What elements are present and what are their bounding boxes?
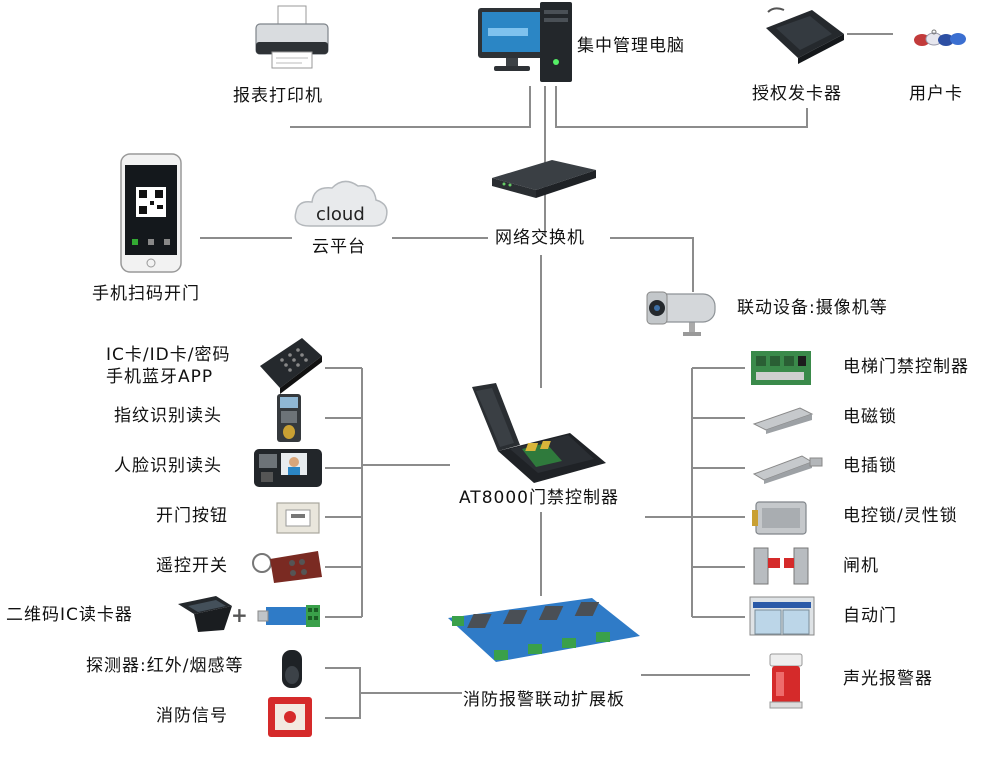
keypad-reader-icon — [258, 336, 324, 394]
automatic-door-label: 自动门 — [843, 606, 897, 626]
camera-icon — [645, 288, 721, 338]
switch-label: 网络交换机 — [495, 228, 585, 248]
user-card-label: 用户卡 — [909, 84, 963, 104]
fire-alarm-button-icon — [267, 696, 313, 738]
electric-lock-icon — [750, 496, 812, 540]
electric-lock-label: 电控锁/灵性锁 — [843, 506, 958, 526]
face-reader-label: 人脸识别读头 — [114, 456, 222, 476]
card-input-label-line2: 手机蓝牙APP — [106, 367, 214, 387]
fingerprint-reader-label: 指纹识别读头 — [114, 406, 222, 426]
computer-icon — [478, 2, 576, 84]
cloud-text: cloud — [316, 204, 365, 225]
cloud-icon — [292, 176, 390, 232]
exit-button-label: 开门按钮 — [156, 506, 228, 526]
fire-signal-label: 消防信号 — [156, 706, 228, 726]
converter-module-icon — [256, 601, 322, 631]
fire-board-label: 消防报警联动扩展板 — [463, 690, 625, 710]
fire-expansion-board-icon — [442, 596, 642, 666]
card-issuer-label: 授权发卡器 — [752, 84, 842, 104]
printer-label: 报表打印机 — [233, 86, 323, 106]
phone-label: 手机扫码开门 — [92, 284, 200, 304]
elevator-controller-label: 电梯门禁控制器 — [843, 357, 969, 377]
magnetic-lock-icon — [752, 404, 814, 434]
alarm-label: 声光报警器 — [843, 669, 933, 689]
bolt-lock-icon — [752, 450, 824, 484]
qr-reader-label: 二维码IC读卡器 — [6, 605, 133, 625]
turnstile-icon — [750, 546, 814, 586]
controller-label: AT8000门禁控制器 — [459, 488, 619, 508]
automatic-door-icon — [749, 596, 815, 636]
controller-icon — [462, 383, 608, 483]
computer-label: 集中管理电脑 — [577, 36, 685, 56]
remote-icon — [248, 545, 324, 587]
turnstile-label: 闸机 — [843, 556, 879, 576]
plus-sign: + — [231, 603, 248, 627]
elevator-board-icon — [750, 350, 812, 386]
qr-reader-icon — [176, 594, 234, 634]
card-input-label-line1: IC卡/ID卡/密码 — [106, 345, 231, 365]
face-reader-icon — [253, 448, 323, 488]
detector-icon — [281, 649, 303, 689]
exit-button-icon — [276, 502, 320, 534]
alarm-icon — [766, 652, 806, 710]
magnetic-lock-label: 电磁锁 — [843, 407, 897, 427]
remote-label: 遥控开关 — [156, 556, 228, 576]
cloud-platform-label: 云平台 — [312, 237, 366, 257]
printer-icon — [252, 5, 332, 70]
bolt-lock-label: 电插锁 — [843, 456, 897, 476]
camera-label: 联动设备:摄像机等 — [737, 298, 888, 318]
card-issuer-icon — [762, 6, 846, 64]
detector-label: 探测器:红外/烟感等 — [86, 656, 244, 676]
switch-icon — [490, 158, 598, 200]
user-card-icon — [912, 28, 968, 50]
phone-icon — [120, 153, 182, 273]
fingerprint-reader-icon — [276, 393, 302, 443]
